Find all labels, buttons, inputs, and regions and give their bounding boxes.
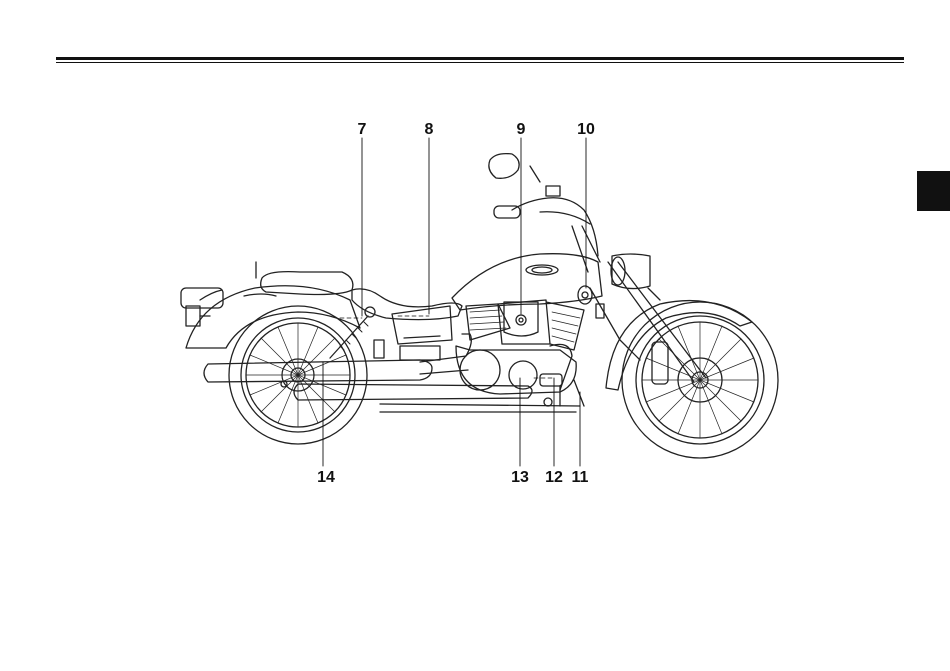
front-fender [606,301,752,390]
callout-12: 12 [545,469,563,486]
rear-wheel [229,306,367,444]
callout-14: 14 [317,469,335,486]
callout-10: 10 [577,121,595,138]
callout-8: 8 [425,121,434,138]
rider-seat [352,289,462,320]
side-cover [392,306,452,344]
callout-11: 11 [572,469,589,486]
front-wheel [622,302,778,458]
callout-9: 9 [517,121,526,138]
headlight [612,254,650,289]
callout-13: 13 [511,469,529,486]
pillion-seat [261,272,353,295]
tail-light [181,288,223,326]
callout-7: 7 [358,121,367,138]
